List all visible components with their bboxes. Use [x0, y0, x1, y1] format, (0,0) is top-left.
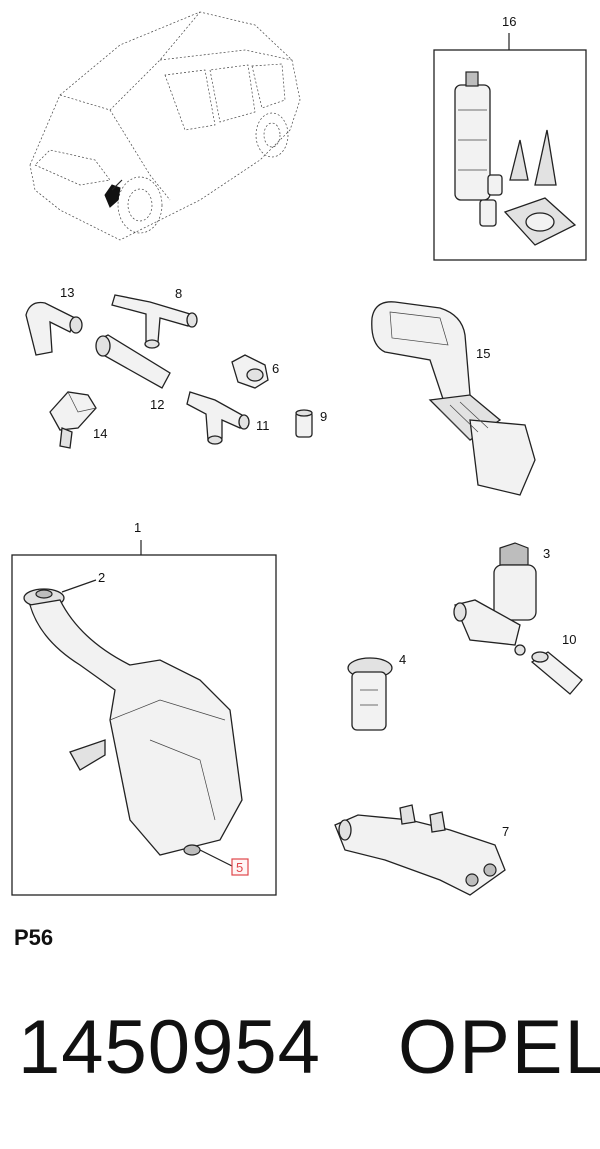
callout-16: 16 [502, 14, 516, 29]
part-9-sleeve: 9 [295, 409, 327, 438]
car-illustration [29, 11, 301, 241]
callout-15: 15 [476, 346, 490, 361]
part-8-tee: 8 [111, 286, 198, 349]
part-2-cap: 2 [23, 570, 105, 608]
callout-7: 7 [502, 824, 509, 839]
callout-13: 13 [60, 285, 74, 300]
callout-6: 6 [272, 361, 279, 376]
part-5-pump-highlight: 5 [199, 849, 249, 876]
part-number: 1450954 [18, 1005, 321, 1090]
part-15-switch: 15 [371, 301, 536, 496]
part-3-pump: 3 [453, 542, 550, 656]
callout-9: 9 [320, 409, 327, 424]
callout-2: 2 [98, 570, 105, 585]
part-4-grommet: 4 [347, 652, 406, 731]
reservoir-body [29, 599, 243, 856]
callout-5: 5 [236, 860, 243, 875]
callout-8: 8 [175, 286, 182, 301]
part-14-clip: 14 [49, 391, 107, 449]
part-1-reservoir-group: 1 [11, 520, 277, 896]
callout-3: 3 [543, 546, 550, 561]
callout-1: 1 [134, 520, 141, 535]
callout-12: 12 [150, 397, 164, 412]
part-10-sleeve: 10 [530, 632, 583, 695]
callout-14: 14 [93, 426, 107, 441]
callout-11: 11 [256, 418, 270, 433]
part-12-hose: 12 [95, 334, 171, 412]
part-16-kit: 16 [433, 14, 587, 261]
diagram-code: P56 [14, 925, 54, 950]
part-6-grommet: 6 [231, 354, 279, 389]
part-13-elbow: 13 [25, 285, 83, 356]
callout-10: 10 [562, 632, 576, 647]
callout-4: 4 [399, 652, 406, 667]
part-11-tee: 11 [186, 391, 270, 445]
brand-name: OPEL [398, 1005, 600, 1090]
part-7-nozzle: 7 [334, 804, 509, 896]
